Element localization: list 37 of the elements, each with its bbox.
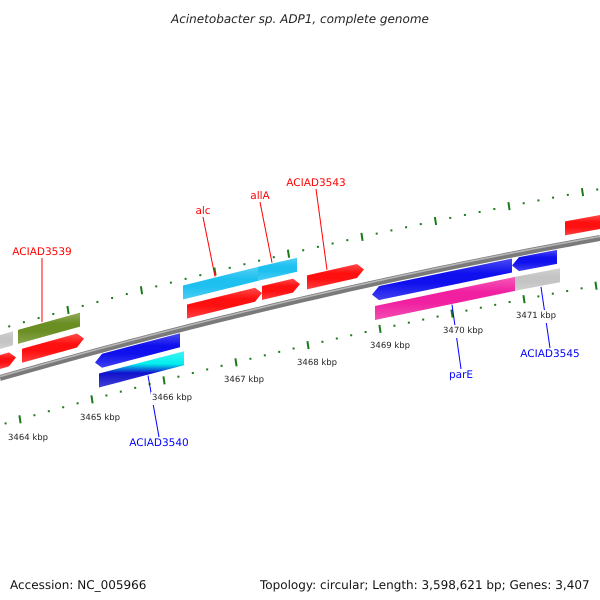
- leader-line: [260, 202, 272, 264]
- leader-line: [202, 216, 216, 277]
- scale-label: 3468 kbp: [296, 357, 338, 370]
- leader-line: [316, 188, 328, 270]
- gene-label: alc: [195, 205, 211, 217]
- gene-segment-pointed: [307, 264, 364, 290]
- scale-label: 3470 kbp: [442, 325, 484, 338]
- gene-segment: [0, 331, 13, 349]
- scale-label: 3467 kbp: [223, 374, 266, 387]
- gene-segment: [99, 351, 184, 388]
- gene-segment: [515, 268, 560, 291]
- scale-label: 3469 kbp: [369, 340, 412, 353]
- gene-segment: [375, 276, 515, 320]
- gene-label: allA: [250, 190, 270, 202]
- genome-title: Acinetobacter sp. ADP1, complete genome: [170, 11, 430, 28]
- gene-segment-pointed: [22, 334, 84, 363]
- gene-label: ACIAD3543: [286, 177, 346, 189]
- scale-label: 3464 kbp: [7, 432, 50, 445]
- gene-segment-pointed: [0, 352, 16, 369]
- gene-segment-pointed: [95, 333, 180, 368]
- gene-label: ACIAD3545: [520, 348, 580, 360]
- gene-segment: [565, 215, 600, 236]
- scale-label: 3471 kbp: [515, 310, 558, 323]
- gene-label: ACIAD3540: [129, 437, 189, 449]
- scale-label: 3465 kbp: [79, 412, 122, 425]
- gene-label: ACIAD3539: [12, 246, 72, 258]
- scale-label: 3466 kbp: [151, 392, 194, 405]
- gene-label: parE: [448, 369, 474, 381]
- gene-segment-pointed: [262, 278, 300, 300]
- gene-segment: [258, 258, 297, 281]
- gene-segment-pointed: [372, 258, 512, 300]
- footer-text: Accession: NC_005966: [10, 577, 146, 594]
- gene-segment-pointed: [187, 288, 262, 318]
- footer-text: Topology: circular; Length: 3,598,621 bp; Genes: 3,407: [260, 577, 590, 594]
- gene-segment: [18, 312, 80, 344]
- gene-segment-pointed: [512, 250, 557, 272]
- gene-segment: [183, 266, 258, 300]
